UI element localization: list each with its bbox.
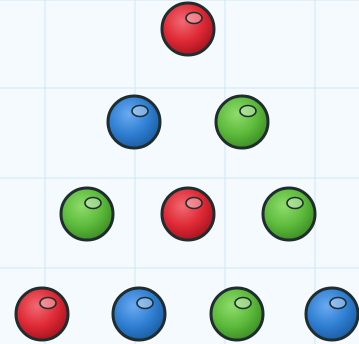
ball-highlight [287,198,303,209]
ball-highlight [240,106,256,117]
ball-highlight [186,13,202,24]
ball-highlight [330,298,346,309]
ball-highlight [235,298,251,309]
red-ball [162,3,214,55]
green-ball [263,188,315,240]
blue-ball [108,96,160,148]
green-ball [211,288,263,340]
red-ball [162,188,214,240]
ball-highlight [132,106,148,117]
blue-ball [113,288,165,340]
ball-highlight [186,198,202,209]
red-ball [16,288,68,340]
green-ball [216,96,268,148]
green-ball [61,188,113,240]
ball-highlight [137,298,153,309]
ball-highlight [85,198,101,209]
ball-highlight [40,298,56,309]
blue-ball [306,288,358,340]
